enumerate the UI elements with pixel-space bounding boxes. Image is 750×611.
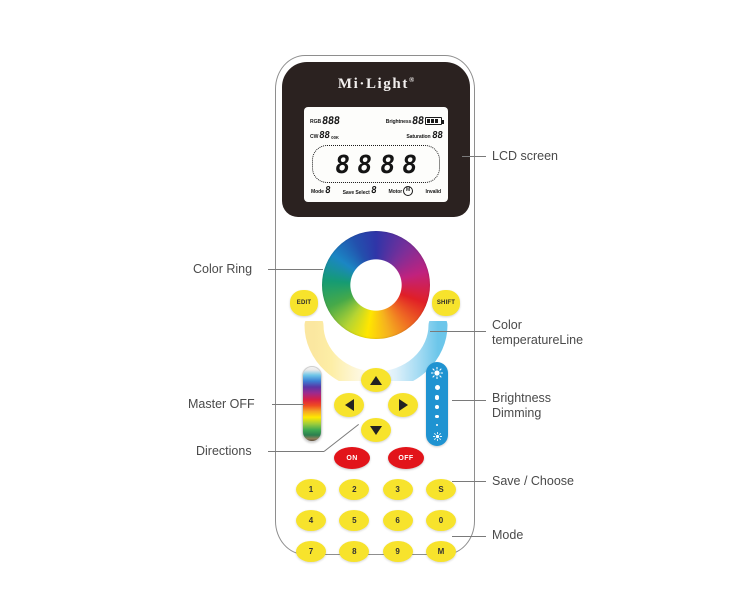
color-temperature-line[interactable] [304,321,448,381]
power-off-button[interactable]: OFF [388,447,424,469]
brand-logo: Mi·Light® [282,76,470,93]
brightness-dot-2 [434,395,440,400]
annotation-color-ring: Color Ring [193,262,253,276]
lcd-status-row: Mode 8 Save Select 8 Motor M Invalid [310,185,442,197]
shift-button[interactable]: SHIFT [432,290,460,316]
brand-name: Mi·Light [337,76,409,92]
direction-up-button[interactable] [361,368,391,392]
brightness-dot-3 [435,405,439,410]
lcd-digit-1: 8 [333,149,353,179]
remote-control-body: Mi·Light® RGB 888 Brightness 88 CW 88 00 [275,55,475,562]
triangle-left-icon [344,399,354,411]
key-2[interactable]: 2 [339,479,370,500]
sun-large-icon [431,367,443,379]
lcd-screen: RGB 888 Brightness 88 CW 88 00K Saturati… [304,107,448,202]
lcd-row-rgb-brightness: RGB 888 Brightness 88 [310,111,444,127]
triangle-up-icon [370,375,382,385]
lcd-motor-field: Motor M [388,186,414,196]
leader-brightness-dimming [452,400,486,401]
triangle-down-icon [370,425,382,435]
annotation-brightness-dimming: Brightness Dimming [492,391,552,420]
lcd-digit-2: 8 [355,149,375,179]
lcd-motor-label: Motor [388,188,403,196]
lcd-mode-value: 8 [324,185,331,196]
key-9[interactable]: 9 [382,541,413,562]
lcd-saturation-field: Saturation 88 [406,130,443,141]
lcd-save-select-label: Save Select [342,189,370,197]
annotation-save-choose: Save / Choose [492,474,574,488]
lcd-brightness-label: Brightness [385,118,412,126]
leader-directions-horizontal [268,451,324,452]
lcd-invalid-field: Invalid [425,188,442,196]
sun-small-icon [432,432,442,441]
lcd-rgb-field: RGB 888 [310,115,341,127]
brightness-dot-5 [435,423,439,427]
key-8[interactable]: 8 [339,541,370,562]
lcd-mode-label: Mode [311,188,324,196]
lcd-cw-field: CW 88 00K [310,130,339,141]
lcd-digit-4: 8 [399,149,419,179]
lcd-brightness-value: 88 [411,115,425,127]
direction-right-button[interactable] [388,393,418,417]
keypad-row: 1 2 3 S [296,479,456,500]
color-ring[interactable] [322,231,430,339]
leader-master-off [272,404,304,405]
key-6[interactable]: 6 [382,510,413,531]
lcd-main-digits: 8 8 8 8 [312,145,440,183]
lcd-brightness-field: Brightness 88 [385,115,444,127]
master-off-slider[interactable] [302,366,322,442]
lcd-save-select-field: Save Select 8 [342,185,377,197]
remote-top-panel: Mi·Light® RGB 888 Brightness 88 CW 88 00 [282,62,470,217]
annotation-color-temperature-line: Color temperatureLine [492,318,584,347]
direction-down-button[interactable] [361,418,391,442]
lcd-row-cw-saturation: CW 88 00K Saturation 88 [310,126,443,141]
annotation-directions: Directions [196,444,252,458]
leader-lcd-screen [462,156,486,157]
annotation-lcd-screen: LCD screen [492,149,558,163]
key-3[interactable]: 3 [382,479,413,500]
lcd-cw-value: 88 [318,130,331,141]
leader-mode [452,536,486,537]
lcd-saturation-label: Saturation [406,133,431,141]
lcd-save-select-value: 8 [370,185,377,196]
key-s-save-choose[interactable]: S [425,479,456,500]
key-5[interactable]: 5 [339,510,370,531]
key-0[interactable]: 0 [425,510,456,531]
lcd-digit-3: 8 [377,149,397,179]
lcd-invalid-label: Invalid [425,188,442,196]
key-1[interactable]: 1 [296,479,326,500]
battery-icon [425,117,444,125]
brightness-dimming-slider[interactable] [426,362,448,446]
lcd-saturation-value: 88 [431,130,443,141]
lcd-rgb-value: 888 [321,115,341,127]
key-7[interactable]: 7 [296,541,326,562]
leader-save-choose [452,481,486,482]
triangle-right-icon [398,399,408,411]
lcd-cw-label: CW [310,133,319,141]
keypad: 1 2 3 S 4 5 6 0 7 8 9 M [296,479,456,562]
brightness-dot-1 [434,384,440,390]
lcd-rgb-label: RGB [310,118,322,126]
leader-color-temperature [430,331,486,332]
key-4[interactable]: 4 [296,510,326,531]
power-on-button[interactable]: ON [334,447,370,469]
keypad-row: 4 5 6 0 [296,510,456,531]
annotation-mode: Mode [492,528,524,542]
leader-color-ring [268,269,323,270]
keypad-row: 7 8 9 M [296,541,456,562]
annotation-master-off: Master OFF [188,397,255,411]
motor-icon: M [403,186,414,196]
direction-left-button[interactable] [334,393,364,417]
lcd-cw-unit: 00K [331,135,339,140]
color-temperature-arc-svg [304,321,448,381]
registered-mark: ® [408,76,415,84]
edit-button[interactable]: EDIT [290,290,318,316]
key-m-mode[interactable]: M [425,541,456,562]
lcd-mode-field: Mode 8 [311,185,331,196]
brightness-dot-4 [435,414,439,419]
